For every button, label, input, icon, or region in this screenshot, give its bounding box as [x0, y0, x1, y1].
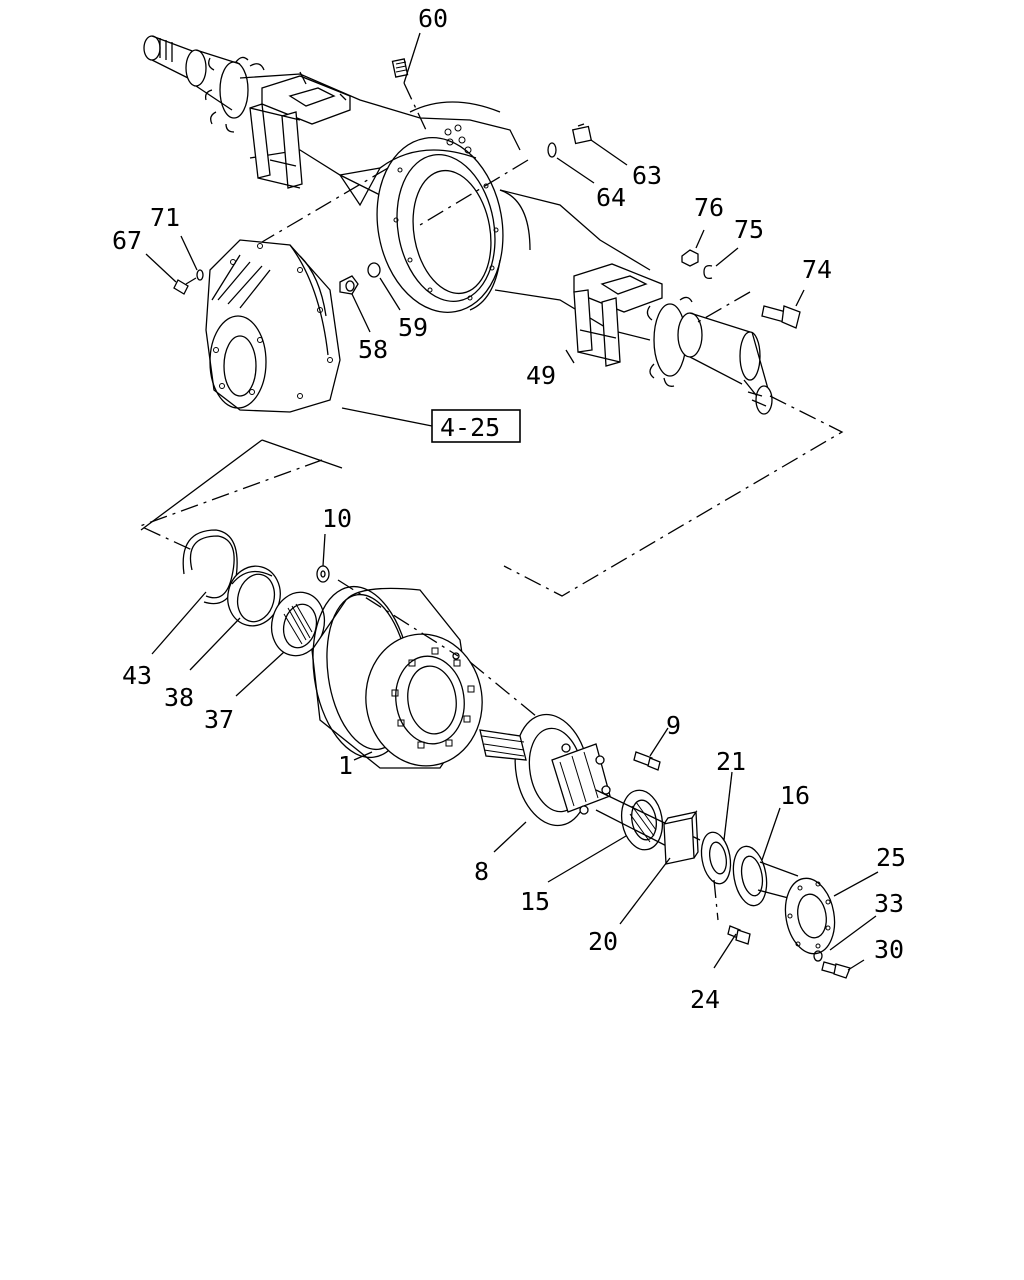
part-24-bolt [727, 925, 751, 945]
centerlines [138, 82, 844, 921]
part-64-gasket [547, 142, 557, 158]
part-9-stud [633, 751, 661, 771]
callout-16: 16 [780, 781, 810, 810]
reference-box [431, 409, 521, 443]
right-spring-seat [573, 263, 663, 367]
callout-9: 9 [666, 711, 681, 740]
callout-63: 63 [632, 161, 662, 190]
callout-75: 75 [734, 215, 764, 244]
part-16-seal [732, 845, 799, 907]
callout-59: 59 [398, 313, 428, 342]
callout-10: 10 [322, 504, 352, 533]
part-10-washer [316, 565, 330, 583]
callout-25: 25 [876, 843, 906, 872]
part-76-nut [681, 249, 699, 267]
leader-lines [145, 32, 879, 971]
callout-38: 38 [164, 683, 194, 712]
differential-carrier [205, 239, 341, 413]
callout-24: 24 [690, 985, 720, 1014]
part-20-nut [663, 810, 699, 865]
part-60-breather [391, 58, 409, 78]
banjo-housing [338, 124, 531, 313]
part-71-washer [196, 269, 204, 281]
callout-15: 15 [520, 887, 550, 916]
part-75-washer [703, 264, 713, 280]
callout-74: 74 [802, 255, 832, 284]
part-38-seal [227, 565, 281, 627]
callout-1: 1 [338, 751, 353, 780]
part-21-lock-washer [700, 831, 732, 885]
callout-64: 64 [596, 183, 626, 212]
part-30-bolt [821, 961, 851, 979]
left-spring-seat [249, 71, 351, 189]
part-43-snap-ring [182, 529, 238, 605]
callout-8: 8 [474, 857, 489, 886]
callout-ref-4-25: 4-25 [440, 413, 500, 442]
part-37-bearing [270, 591, 326, 657]
part-59-gasket [367, 262, 381, 278]
part-58-plug [339, 275, 359, 295]
axle-housing [143, 35, 773, 415]
part-63-plug [571, 123, 593, 145]
callout-67: 67 [112, 226, 142, 255]
callout-30: 30 [874, 935, 904, 964]
part-67-bolt [173, 277, 197, 295]
callout-21: 21 [716, 747, 746, 776]
part-8-hub [479, 713, 611, 827]
callout-37: 37 [204, 705, 234, 734]
callout-58: 58 [358, 335, 388, 364]
part-1-brake-drum [311, 585, 483, 769]
callout-71: 71 [150, 203, 180, 232]
callout-43: 43 [122, 661, 152, 690]
callout-60: 60 [418, 4, 448, 33]
callout-33: 33 [874, 889, 904, 918]
part-74-bolt [761, 305, 801, 329]
callout-20: 20 [588, 927, 618, 956]
part-33-washer [813, 950, 823, 962]
callout-49: 49 [526, 361, 556, 390]
right-spindle [646, 296, 773, 415]
callout-76: 76 [694, 193, 724, 222]
part-25-cover [784, 877, 836, 955]
callout-labels: 60 63 64 67 71 76 75 74 58 59 49 4-25 10… [112, 4, 906, 1014]
left-spindle [143, 35, 265, 133]
